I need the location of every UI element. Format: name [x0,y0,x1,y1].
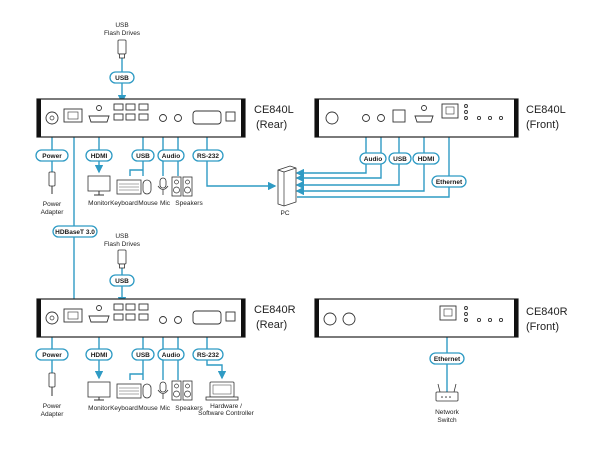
audio-front-cable-2 [295,129,382,183]
monitor-icon [87,381,111,401]
ce840r-front-name: CE840R [526,306,568,318]
svg-text:HDMI: HDMI [91,352,108,359]
power-adapter-label-1: Power [43,201,62,208]
mouse-label: Mouse [138,405,158,412]
svg-text:HDMI: HDMI [418,156,435,163]
audio-front-cable-1 [295,129,367,178]
badge-audio-r: Audio [157,348,185,361]
pc-label: PC [280,210,289,217]
power-adapter-label-2: Adapter [41,209,65,216]
controller-label-2: Software Controller [198,410,254,417]
mouse-icon [142,383,152,399]
monitor-label: Monitor [88,405,111,412]
ce840l-rear-side: (Rear) [256,119,287,131]
usb-flash-drive-icon [117,39,127,59]
svg-text:RS-232: RS-232 [197,153,219,160]
monitor-label: Monitor [88,200,111,207]
controller-label-1: Hardware / [210,403,242,410]
keyboard-label: Keyboard [110,200,138,207]
badge-usb-front: USB [388,152,412,165]
badge-power-l: Power [35,149,69,162]
svg-text:USB: USB [115,278,129,285]
mouse-label: Mouse [138,200,158,207]
speakers-icon [171,380,193,401]
svg-text:Audio: Audio [162,153,180,160]
speakers-label: Speakers [175,405,203,412]
usb-keyboard-cable-r [129,373,143,380]
usb-flash-label-r1: USB [115,233,128,240]
power-adapter-label-2: Adapter [41,411,65,418]
network-switch-label-2: Switch [437,417,457,424]
ce840l-front-panel [314,98,519,138]
controller-icon [205,381,239,401]
hdmi-front-cable [295,129,425,196]
badge-hdmi-r: HDMI [85,348,113,361]
badge-rs232-r: RS-232 [192,348,224,361]
badge-audio-front: Audio [359,152,387,165]
mic-icon [157,177,169,195]
usb-keyboard-cable-l [129,169,143,176]
badge-ethernet-front: Ethernet [431,175,467,188]
svg-text:USB: USB [136,153,150,160]
speakers-icon [171,176,193,197]
svg-text:Audio: Audio [162,352,180,359]
speakers-label: Speakers [175,200,203,207]
svg-text:USB: USB [393,156,407,163]
svg-text:Power: Power [42,352,62,359]
usb-flash-label-l2: Flash Drives [104,30,141,37]
badge-hdmi-front: HDMI [412,152,440,165]
power-adapter-label-1: Power [43,403,62,410]
mic-icon [157,381,169,399]
usb-front-cable [295,129,400,190]
rs232-cable-r [206,331,227,380]
ce840r-rear-name: CE840R [254,304,296,316]
ethernet-front-cable [297,118,450,198]
svg-text:RS-232: RS-232 [197,352,219,359]
svg-text:Ethernet: Ethernet [434,356,461,363]
usb-flash-label-l1: USB [115,22,128,29]
mic-label: Mic [160,405,171,412]
ce840l-rear-panel [36,98,246,138]
badge-audio-l: Audio [157,149,185,162]
badge-usb-l: USB [131,149,155,162]
power-adapter-icon [48,171,56,194]
ce840r-front-panel [314,298,519,338]
monitor-icon [87,175,111,196]
badge-rs232-l: RS-232 [192,149,224,162]
pc-icon [277,165,297,207]
svg-text:USB: USB [136,352,150,359]
ce840l-front-side: (Front) [526,119,559,131]
badge-usb-r: USB [131,348,155,361]
badge-hdbaset: HDBaseT 3.0 [52,225,98,238]
badge-usb-flash-r: USB [109,274,135,287]
usb-flash-drive-icon [117,249,127,269]
svg-text:Ethernet: Ethernet [436,179,463,186]
ce840r-rear-panel [36,298,246,338]
keyboard-icon [116,383,142,399]
mouse-icon [142,179,152,195]
keyboard-label: Keyboard [110,405,138,412]
usb-flash-label-r2: Flash Drives [104,241,141,248]
ce840r-rear-side: (Rear) [256,319,287,331]
svg-text:USB: USB [115,75,129,82]
network-switch-icon [435,383,459,402]
svg-text:Audio: Audio [364,156,382,163]
keyboard-icon [116,179,142,195]
badge-usb-flash-l: USB [109,71,135,84]
svg-text:Power: Power [42,153,62,160]
svg-text:HDBaseT 3.0: HDBaseT 3.0 [55,229,95,236]
ce840l-front-name: CE840L [526,104,566,116]
svg-text:HDMI: HDMI [91,153,108,160]
badge-ethernet-r: Ethernet [429,352,465,365]
badge-hdmi-l: HDMI [85,149,113,162]
rs232-cable-l [206,129,277,191]
mic-label: Mic [160,200,171,207]
ce840l-rear-name: CE840L [254,104,294,116]
power-adapter-icon [48,372,56,396]
badge-power-r: Power [35,348,69,361]
network-switch-label-1: Network [435,409,460,416]
ce840r-front-side: (Front) [526,321,559,333]
